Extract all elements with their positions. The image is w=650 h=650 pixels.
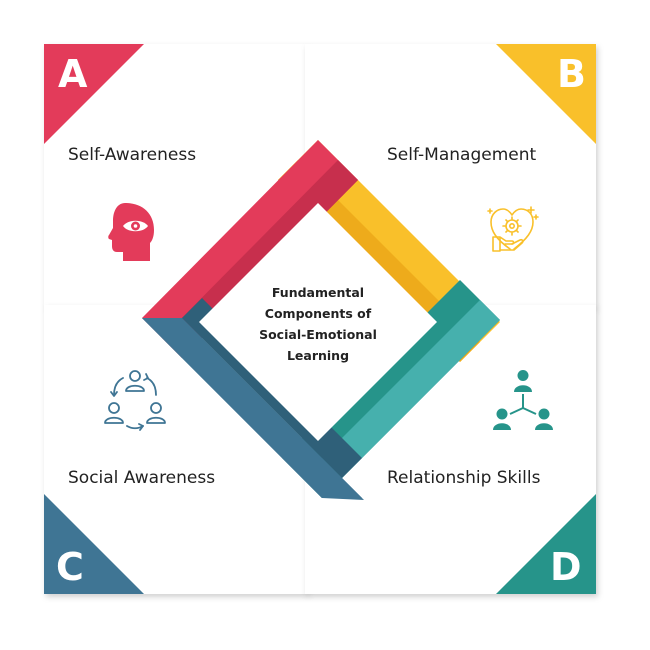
card-label-relationship-skills: Relationship Skills xyxy=(387,468,541,488)
center-title-line-1: Fundamental xyxy=(272,285,364,300)
card-label-self-awareness: Self-Awareness xyxy=(68,145,196,165)
center-title: Fundamental Components of Social-Emotion… xyxy=(259,285,377,363)
letter-a: A xyxy=(58,52,88,96)
head-eye-icon xyxy=(108,203,154,261)
frame-segment-blue-main xyxy=(142,318,362,498)
center-title-line-4: Learning xyxy=(287,348,349,363)
heart-gear-hand-icon xyxy=(487,206,539,252)
card-self-awareness: A Self-Awareness xyxy=(44,44,307,307)
letter-d: D xyxy=(550,545,582,589)
center-title-line-3: Social-Emotional xyxy=(259,327,377,342)
people-network-icon xyxy=(493,370,553,430)
center-diamond-frame xyxy=(142,140,500,500)
corner-triangle-d xyxy=(496,494,596,594)
letter-c: C xyxy=(56,545,84,589)
corner-triangle-b xyxy=(496,44,596,144)
center-title-line-2: Components of xyxy=(265,306,372,321)
people-cycle-icon xyxy=(104,370,166,431)
card-label-social-awareness: Social Awareness xyxy=(68,468,215,488)
center-panel xyxy=(199,203,437,441)
corner-triangle-a xyxy=(44,44,144,144)
letter-b: B xyxy=(557,52,586,96)
card-label-self-management: Self-Management xyxy=(387,145,536,165)
corner-triangle-c xyxy=(44,494,144,594)
